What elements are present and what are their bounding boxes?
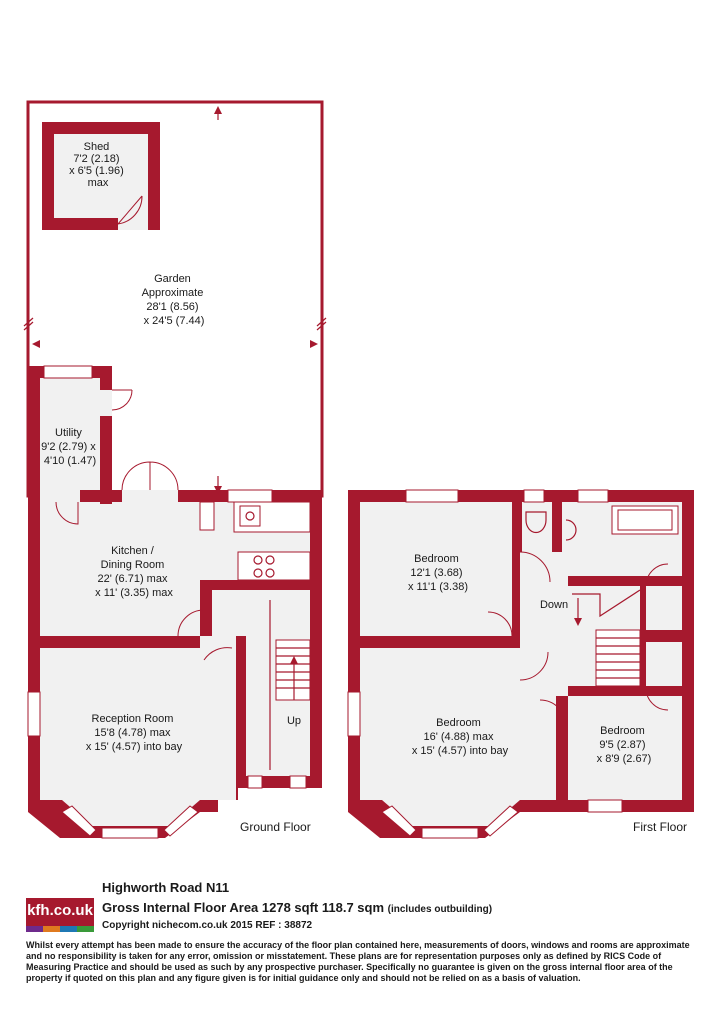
shed-label: Shed 7'2 (2.18) x 6'5 (1.96) max	[69, 141, 127, 189]
floor-plan: Shed 7'2 (2.18) x 6'5 (1.96) max Garden …	[23, 100, 694, 839]
bedroom1-label: Bedroom 12'1 (3.68) x 11'1 (3.38)	[408, 553, 468, 593]
logo-bar-2	[43, 926, 60, 932]
first-floor	[347, 489, 694, 839]
logo-color-bars	[26, 926, 94, 932]
disclaimer-text: Whilst every attempt has been made to en…	[26, 940, 690, 983]
bedroom2-label: Bedroom 16' (4.88) max x 15' (4.57) into…	[412, 717, 509, 757]
ground-floor	[27, 365, 322, 839]
stairs-up-label: Up	[287, 715, 301, 727]
bedroom3-label: Bedroom 9'5 (2.87) x 8'9 (2.67)	[597, 725, 652, 765]
logo-bar-3	[60, 926, 77, 932]
utility-label: Utility 9'2 (2.79) x 4'10 (1.47)	[41, 427, 99, 467]
ground-floor-label: Ground Floor	[240, 820, 311, 834]
first-floor-label: First Floor	[633, 820, 687, 834]
stairs-down-label: Down	[540, 599, 568, 611]
floor-area-value: Gross Internal Floor Area 1278 sqft 118.…	[102, 900, 385, 915]
shed	[42, 122, 160, 230]
floor-area: Gross Internal Floor Area 1278 sqft 118.…	[102, 900, 492, 915]
logo-text: kfh.co.uk	[27, 902, 93, 919]
logo-bar-1	[26, 926, 43, 932]
first-stairs	[572, 589, 641, 687]
reception-label: Reception Room 15'8 (4.78) max x 15' (4.…	[86, 713, 183, 753]
kfh-logo: kfh.co.uk	[26, 898, 94, 932]
floor-area-note: (includes outbuilding)	[387, 904, 493, 915]
ground-stairs	[269, 600, 311, 770]
property-address: Highworth Road N11	[102, 880, 230, 895]
kitchen-label: Kitchen / Dining Room 22' (6.71) max x 1…	[95, 545, 173, 599]
copyright-text: Copyright nichecom.co.uk 2015 REF : 3887…	[102, 920, 313, 931]
garden-label: Garden Approximate 28'1 (8.56) x 24'5 (7…	[142, 273, 207, 327]
logo-bar-4	[77, 926, 94, 932]
